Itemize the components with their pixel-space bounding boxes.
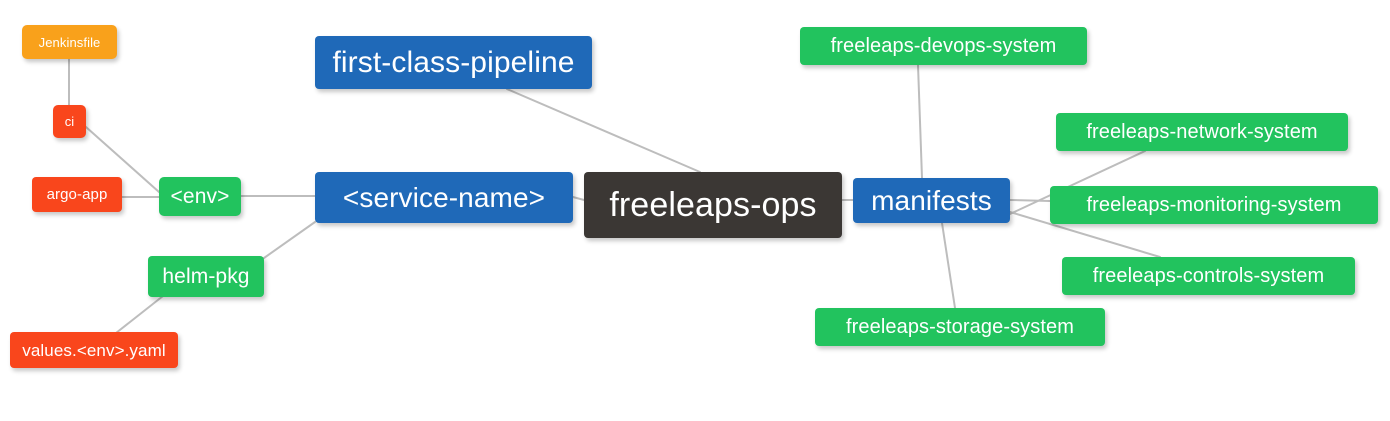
node-env[interactable]: <env>	[159, 177, 241, 216]
node-label-helm-pkg: helm-pkg	[162, 265, 250, 288]
edge-first-class-pipeline-to-freeleaps-ops	[506, 88, 701, 173]
edge-manifests-to-freeleaps-storage-system	[941, 222, 956, 309]
node-freeleaps-controls-system[interactable]: freeleaps-controls-system	[1062, 257, 1355, 295]
node-label-freeleaps-controls-system: freeleaps-controls-system	[1092, 265, 1325, 287]
node-freeleaps-monitoring-system[interactable]: freeleaps-monitoring-system	[1050, 186, 1378, 224]
node-jenkinsfile[interactable]: Jenkinsfile	[22, 25, 117, 59]
node-freeleaps-ops[interactable]: freeleaps-ops	[584, 172, 842, 238]
node-label-freeleaps-monitoring-system: freeleaps-monitoring-system	[1086, 194, 1342, 216]
edge-service-name-to-helm-pkg	[263, 221, 316, 259]
node-label-freeleaps-devops-system: freeleaps-devops-system	[830, 35, 1057, 57]
node-label-freeleaps-network-system: freeleaps-network-system	[1086, 121, 1318, 143]
node-label-jenkinsfile: Jenkinsfile	[38, 34, 101, 50]
edge-service-name-to-freeleaps-ops	[572, 196, 585, 201]
node-freeleaps-network-system[interactable]: freeleaps-network-system	[1056, 113, 1348, 151]
node-label-freeleaps-ops: freeleaps-ops	[609, 186, 817, 224]
node-label-env: <env>	[170, 185, 230, 208]
node-argo-app[interactable]: argo-app	[32, 177, 122, 212]
edge-helm-pkg-to-values-yaml	[115, 295, 164, 334]
node-values-yaml[interactable]: values.<env>.yaml	[10, 332, 178, 368]
node-manifests[interactable]: manifests	[853, 178, 1010, 223]
node-service-name[interactable]: <service-name>	[315, 172, 573, 223]
node-ci[interactable]: ci	[53, 105, 86, 138]
edge-manifests-to-freeleaps-monitoring-system	[1009, 199, 1051, 202]
node-label-freeleaps-storage-system: freeleaps-storage-system	[845, 316, 1075, 338]
node-first-class-pipeline[interactable]: first-class-pipeline	[315, 36, 592, 89]
node-label-manifests: manifests	[871, 184, 992, 216]
node-label-argo-app: argo-app	[46, 186, 108, 203]
node-label-values-yaml: values.<env>.yaml	[22, 340, 166, 360]
node-helm-pkg[interactable]: helm-pkg	[148, 256, 264, 297]
node-label-ci: ci	[64, 114, 75, 129]
edge-manifests-to-freeleaps-devops-system	[917, 64, 923, 179]
node-freeleaps-devops-system[interactable]: freeleaps-devops-system	[800, 27, 1087, 65]
node-label-service-name: <service-name>	[342, 181, 546, 213]
node-freeleaps-storage-system[interactable]: freeleaps-storage-system	[815, 308, 1105, 346]
node-label-first-class-pipeline: first-class-pipeline	[332, 45, 575, 79]
